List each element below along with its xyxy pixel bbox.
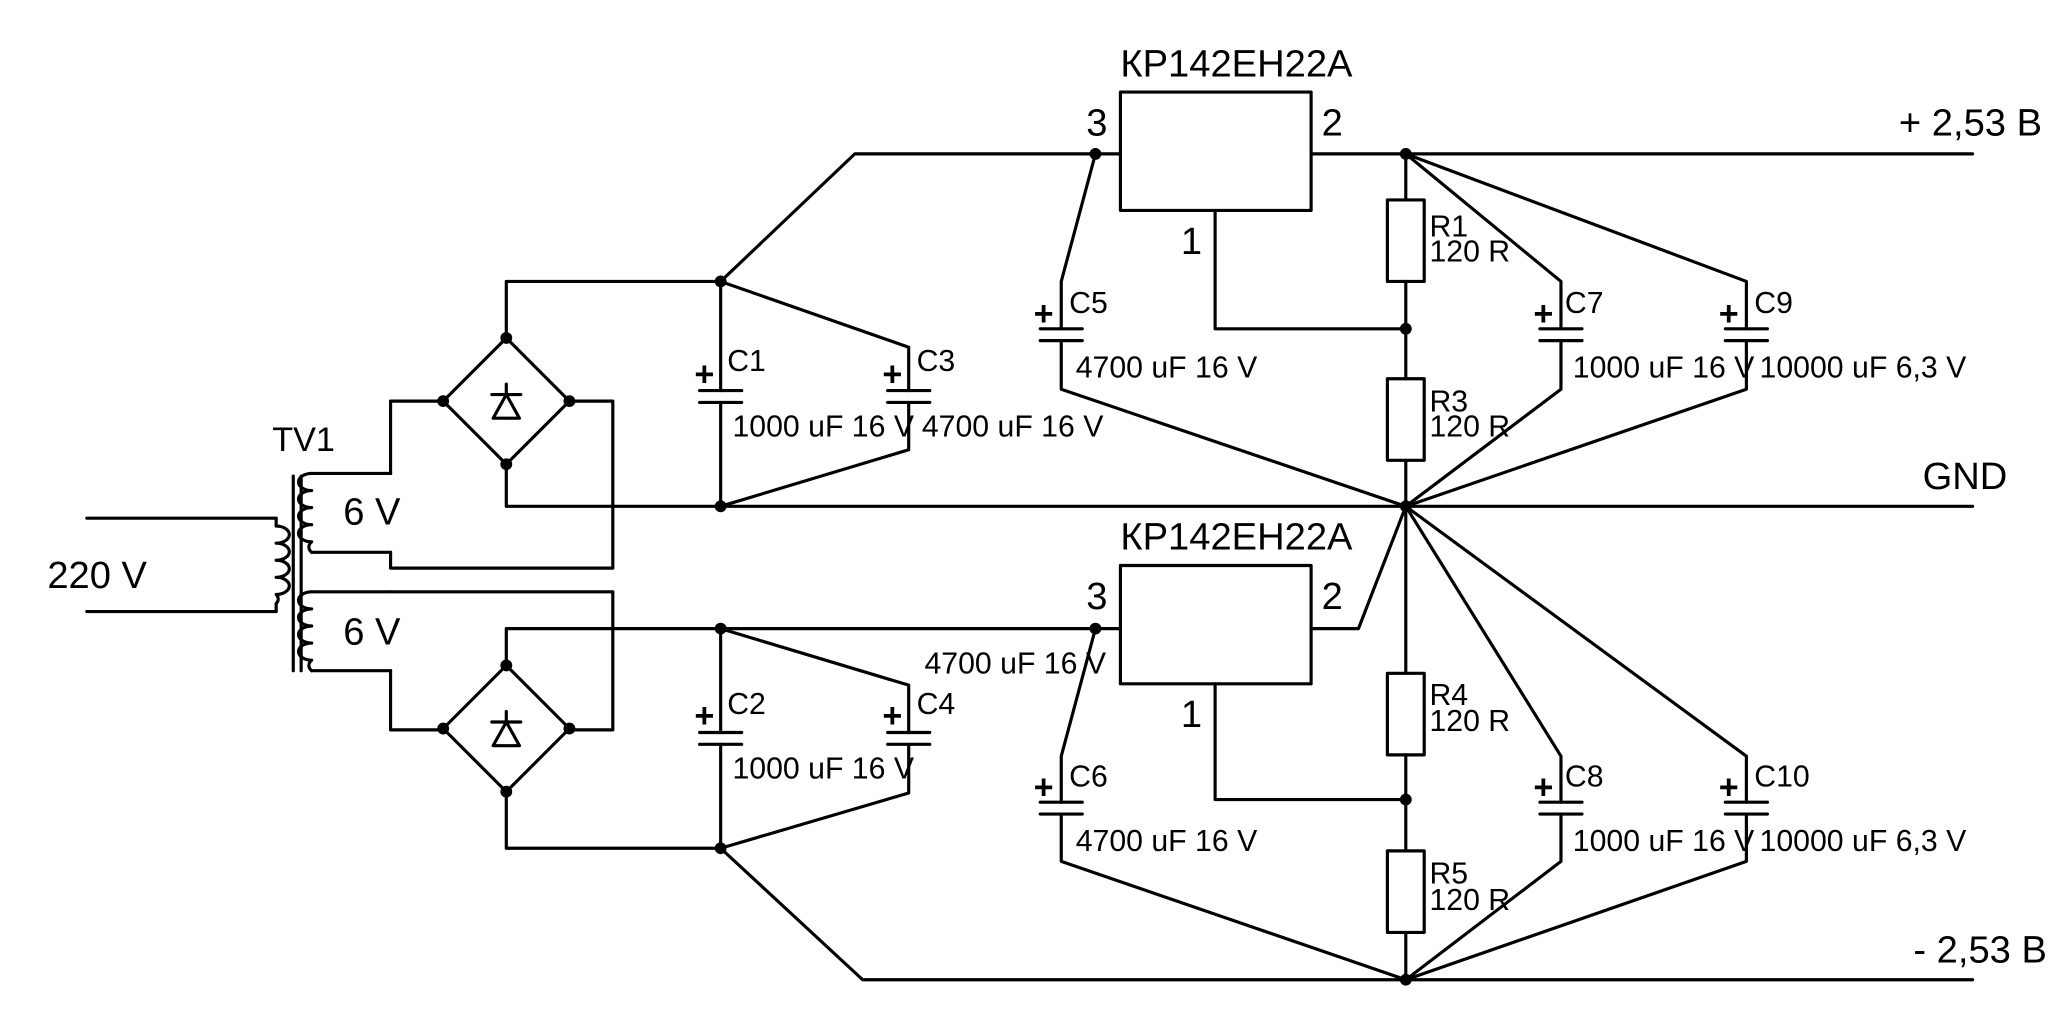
primary-winding [274,524,291,606]
c1-ref: C1 [727,345,766,378]
resistor-r4: R4 120 R [1385,504,1510,802]
gnd-label: GND [1923,455,2008,498]
transformer-label: TV1 [272,421,335,459]
c5-value: 4700 uF 16 V [1076,351,1258,384]
winding1-voltage-label: 6 V [343,491,401,534]
capacitor-c7: + C7 1000 uF 16 V [1404,152,1755,508]
c5-ref: C5 [1069,287,1108,320]
r3-ref: R3 [1429,386,1468,419]
regulator-1-pin-adj: 1 [1181,220,1202,263]
secondary-winding-1 [296,471,314,554]
r4-value: 120 R [1429,705,1510,738]
regulator-2-pin-adj: 1 [1181,693,1202,736]
secondary-wiring [388,399,615,732]
capacitor-c2: + C2 1000 uF 16 V [694,627,915,850]
c4-ref: C4 [917,688,956,721]
capacitor-c8: + C8 1000 uF 16 V [1404,504,1755,982]
c5-polarity: + [1034,295,1054,333]
mains-input: 220 V [47,516,278,614]
c10-polarity: + [1719,768,1739,806]
capacitor-c1: + C1 1000 uF 16 V [694,279,915,508]
capacitor-c5: + C5 4700 uF 16 V [1034,152,1408,508]
c8-polarity: + [1533,768,1553,806]
secondary-winding-2 [296,590,314,673]
c8-value: 1000 uF 16 V [1573,825,1755,858]
c9-ref: C9 [1754,287,1793,320]
negative-output-label: - 2,53 B [1913,929,2047,972]
c6-ref: C6 [1069,760,1108,793]
regulator-1-pin-in: 3 [1086,101,1107,144]
r1-ref: R1 [1429,211,1468,244]
winding2-voltage-label: 6 V [343,610,401,653]
capacitor-c9: + C9 10000 uF 6,3 V [1404,152,1968,508]
c2-polarity: + [694,697,714,735]
transformer-tv1: TV1 6 V 6 V [272,421,401,673]
c2-value: 1000 uF 16 V [732,753,914,786]
positive-output-label: + 2,53 B [1899,101,2042,144]
resistor-r5: R5 120 R [1385,798,1510,982]
resistor-r1: R1 120 R [1385,152,1510,331]
c7-value: 1000 uF 16 V [1573,351,1755,384]
c9-polarity: + [1719,295,1739,333]
c1-value: 1000 uF 16 V [732,411,914,444]
regulator-2-pin-in: 3 [1086,575,1107,618]
junction-dots [437,147,1412,986]
c3-ref: C3 [917,345,956,378]
c7-polarity: + [1533,295,1553,333]
c2-ref: C2 [727,688,766,721]
c3-polarity: + [882,355,902,393]
regulator-positive: КР142ЕН22А 3 2 1 [1086,42,1408,331]
c8-ref: C8 [1565,760,1604,793]
r5-value: 120 R [1429,884,1510,917]
input-voltage-label: 220 V [47,554,147,597]
c4-value: 4700 uF 16 V [924,647,1106,680]
regulator-negative: КР142ЕН22А 3 2 1 [1086,504,1408,802]
c3-value: 4700 uF 16 V [922,411,1104,444]
regulator-1-name: КР142ЕН22А [1120,42,1353,85]
resistor-r3: R3 120 R [1385,327,1510,508]
c9-value: 10000 uF 6,3 V [1760,351,1968,384]
c1-polarity: + [694,355,714,393]
r5-ref: R5 [1429,858,1468,891]
c10-ref: C10 [1754,760,1809,793]
regulator-2-pin-out: 2 [1322,575,1343,618]
capacitor-c10: + C10 10000 uF 6,3 V [1404,504,1968,982]
r1-value: 120 R [1429,236,1510,269]
c4-polarity: + [882,697,902,735]
c6-polarity: + [1034,768,1054,806]
rail-wiring [719,152,1975,982]
c7-ref: C7 [1565,287,1604,320]
regulator-1-pin-out: 2 [1322,101,1343,144]
capacitor-c3: + C3 4700 uF 16 V [719,279,1104,508]
c6-value: 4700 uF 16 V [1076,825,1258,858]
capacitor-c6: + C6 4700 uF 16 V 4700 uF 16 V [924,627,1408,982]
capacitor-c4: + C4 [719,627,956,850]
regulator-2-name: КР142ЕН22А [1120,516,1353,559]
c10-value: 10000 uF 6,3 V [1760,825,1968,858]
bridge-rectifier-1 [441,279,723,508]
r4-ref: R4 [1429,679,1468,712]
bridge-rectifier-2 [441,627,723,850]
